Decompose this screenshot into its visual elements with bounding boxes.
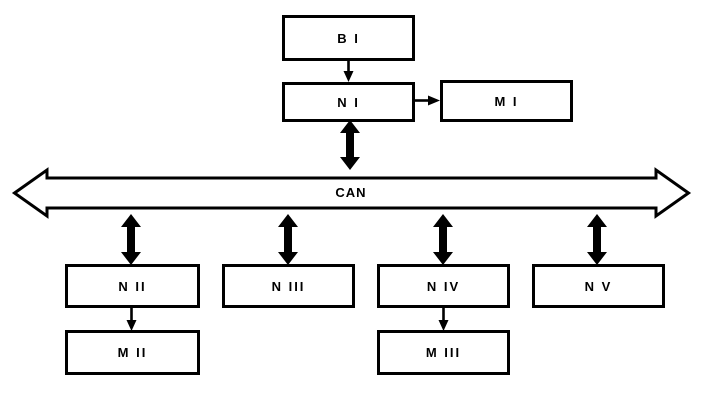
node-box-niv[interactable]: N IV bbox=[377, 264, 510, 308]
double-arrow-vertical-icon bbox=[340, 120, 360, 170]
node-box-niii[interactable]: N III bbox=[222, 264, 355, 308]
connector-nii-to-mii bbox=[125, 308, 138, 331]
node-label-mi: M I bbox=[494, 93, 519, 109]
node-box-mi[interactable]: M I bbox=[440, 80, 573, 122]
double-arrow-vertical-icon bbox=[121, 214, 141, 265]
double-arrow-vertical-icon bbox=[278, 214, 298, 265]
arrow-head-down-icon bbox=[126, 320, 136, 331]
connector-can-to-nii bbox=[120, 214, 142, 265]
connector-niv-to-miii bbox=[437, 308, 450, 331]
can-bus-label: CAN bbox=[335, 185, 367, 200]
connector-ni-to-mi bbox=[415, 94, 440, 107]
arrow-head-down-icon bbox=[343, 71, 353, 82]
node-label-nv: N V bbox=[584, 278, 613, 294]
node-label-ni: N I bbox=[337, 94, 360, 110]
node-box-ni[interactable]: N I bbox=[282, 82, 415, 122]
connector-can-to-nv bbox=[586, 214, 608, 265]
arrow-head-down-icon bbox=[438, 320, 448, 331]
connector-bi-to-ni bbox=[342, 61, 355, 82]
node-label-mii: M II bbox=[117, 345, 148, 360]
connector-ni-to-can bbox=[339, 120, 361, 170]
arrow-head-right-icon bbox=[428, 95, 440, 106]
node-label-niv: N IV bbox=[426, 278, 461, 294]
connector-can-to-niii bbox=[277, 214, 299, 265]
node-box-mii[interactable]: M II bbox=[65, 330, 200, 375]
can-bus-arrow[interactable] bbox=[11, 167, 692, 219]
node-box-miii[interactable]: M III bbox=[377, 330, 510, 375]
double-arrow-vertical-icon bbox=[587, 214, 607, 265]
connector-can-to-niv bbox=[432, 214, 454, 265]
node-box-bi[interactable]: B I bbox=[282, 15, 415, 61]
node-label-bi: B I bbox=[337, 30, 360, 46]
node-label-niii: N III bbox=[271, 278, 306, 294]
double-arrow-vertical-icon bbox=[433, 214, 453, 265]
node-label-nii: N II bbox=[118, 278, 147, 294]
node-box-nii[interactable]: N II bbox=[65, 264, 200, 308]
node-box-nv[interactable]: N V bbox=[532, 264, 665, 308]
node-label-miii: M III bbox=[425, 345, 462, 360]
can-bus-outline bbox=[11, 167, 692, 219]
